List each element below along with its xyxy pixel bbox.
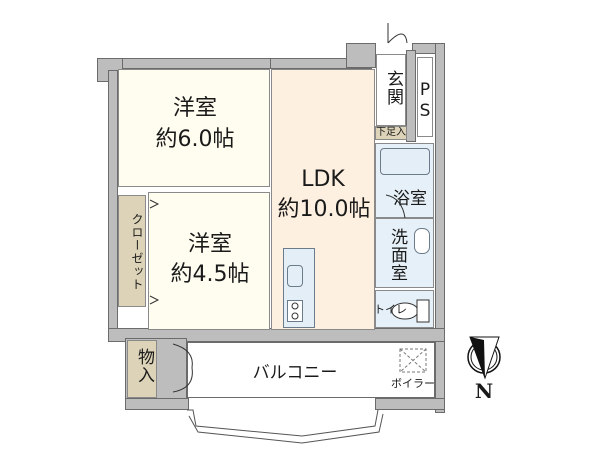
boiler-label: ボイラー xyxy=(391,377,435,390)
stove xyxy=(287,300,303,322)
wall-top-right-corner xyxy=(346,43,376,68)
entrance xyxy=(376,54,406,126)
western-room-2 xyxy=(148,192,270,330)
western-room-1 xyxy=(118,69,270,187)
toilet-label: トイレ xyxy=(374,303,407,316)
balcony xyxy=(187,342,435,398)
closet-label: クローゼット xyxy=(130,213,144,291)
western-room-1-size: 約6.0帖 xyxy=(155,127,235,152)
pipe-space xyxy=(417,57,433,137)
balcony-label: バルコニー xyxy=(252,363,338,383)
ldk-name: LDK xyxy=(301,167,345,192)
washroom-label: 洗面室 xyxy=(387,228,407,282)
storage xyxy=(127,340,157,398)
wall-right xyxy=(435,43,445,413)
wall-balcony-right xyxy=(375,398,445,410)
bathroom-label: 浴室 xyxy=(393,189,427,209)
shoe-box xyxy=(375,126,407,140)
wall-balcony-bottom xyxy=(125,398,189,410)
pipe-space-label: PS xyxy=(415,80,435,122)
western-room-2-name: 洋室 xyxy=(187,232,232,257)
western-room-2-size: 約4.5帖 xyxy=(170,262,250,287)
ldk-size: 約10.0帖 xyxy=(277,197,371,222)
kitchen-sink xyxy=(287,265,303,287)
wall-between-entry-ps xyxy=(406,50,416,142)
wash-basin xyxy=(414,228,430,254)
shoe-box-label: 下足入 xyxy=(376,127,406,138)
bathtub xyxy=(380,148,430,175)
storage-label: 物入 xyxy=(134,348,154,384)
compass-icon xyxy=(467,336,501,380)
entrance-label: 玄関 xyxy=(383,70,403,106)
western-room-1-name: 洋室 xyxy=(172,96,217,121)
compass-north-label: N xyxy=(474,379,494,403)
closet xyxy=(118,195,146,307)
